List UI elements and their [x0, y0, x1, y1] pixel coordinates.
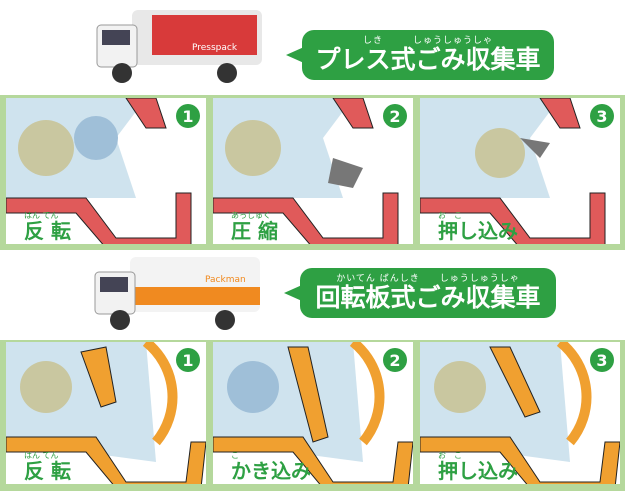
step-label: お こ押し込み — [438, 451, 518, 482]
press-illustration-3 — [420, 98, 606, 244]
step-label: こかき込み — [231, 451, 311, 482]
step-label: はん てん反 転 — [24, 211, 71, 242]
press-illustration-1 — [6, 98, 206, 244]
press-truck-label: Presspack — [192, 43, 238, 53]
step-text: 押し込み — [438, 219, 518, 243]
rotary-title-banner: かいてん ばんしき しゅうしゅうしゃ 回転板式ごみ収集車 — [284, 268, 556, 318]
step-number-badge: 1 — [176, 104, 200, 128]
rotary-truck-image: Packman — [94, 257, 260, 330]
press-truck-image: Presspack — [96, 10, 262, 83]
press-title-banner: しき しゅうしゅうしゃ プレス式ごみ収集車 — [286, 30, 554, 80]
step-number-badge: 3 — [590, 348, 614, 372]
rotary-step-1: 1 はん てん反 転 — [4, 340, 208, 486]
rotary-illustration-2 — [213, 342, 413, 484]
press-title: プレス式ごみ収集車 — [315, 45, 541, 74]
rotary-truck-label: Packman — [205, 275, 246, 285]
step-ruby: こ — [231, 451, 239, 460]
step-number-badge: 1 — [176, 348, 200, 372]
rotary-illustration-1 — [6, 342, 206, 484]
step-text: 反 転 — [24, 219, 71, 243]
step-label: はん てん反 転 — [24, 451, 71, 482]
rotary-step-2: 2 こかき込み — [211, 340, 415, 486]
step-ruby: はん てん — [24, 451, 59, 460]
press-step-3: 3 お こ押し込み — [418, 96, 622, 246]
rotary-illustration-3 — [420, 342, 620, 484]
rotary-step-3: 3 お こ押し込み — [418, 340, 622, 486]
press-step-2: 2 あっしゅく圧 縮 — [211, 96, 415, 246]
step-number-badge: 2 — [383, 348, 407, 372]
step-ruby: お こ — [438, 211, 462, 220]
press-illustration-2 — [213, 98, 399, 244]
step-text: 圧 縮 — [231, 219, 278, 243]
step-text: 押し込み — [438, 459, 518, 483]
step-ruby: お こ — [438, 451, 462, 460]
step-ruby: あっしゅく — [231, 211, 271, 220]
step-number-badge: 3 — [590, 104, 614, 128]
step-label: お こ押し込み — [438, 211, 518, 242]
press-step-1: 1 はん てん反 転 — [4, 96, 208, 246]
press-title-ruby: しき しゅうしゅうしゃ — [362, 36, 493, 46]
step-ruby: はん てん — [24, 211, 59, 220]
rotary-title: 回転板式ごみ収集車 — [315, 283, 541, 312]
step-text: 反 転 — [24, 459, 71, 483]
step-text: かき込み — [231, 459, 311, 483]
rotary-title-ruby: かいてん ばんしき しゅうしゅうしゃ — [336, 274, 520, 284]
step-number-badge: 2 — [383, 104, 407, 128]
step-label: あっしゅく圧 縮 — [231, 211, 278, 242]
